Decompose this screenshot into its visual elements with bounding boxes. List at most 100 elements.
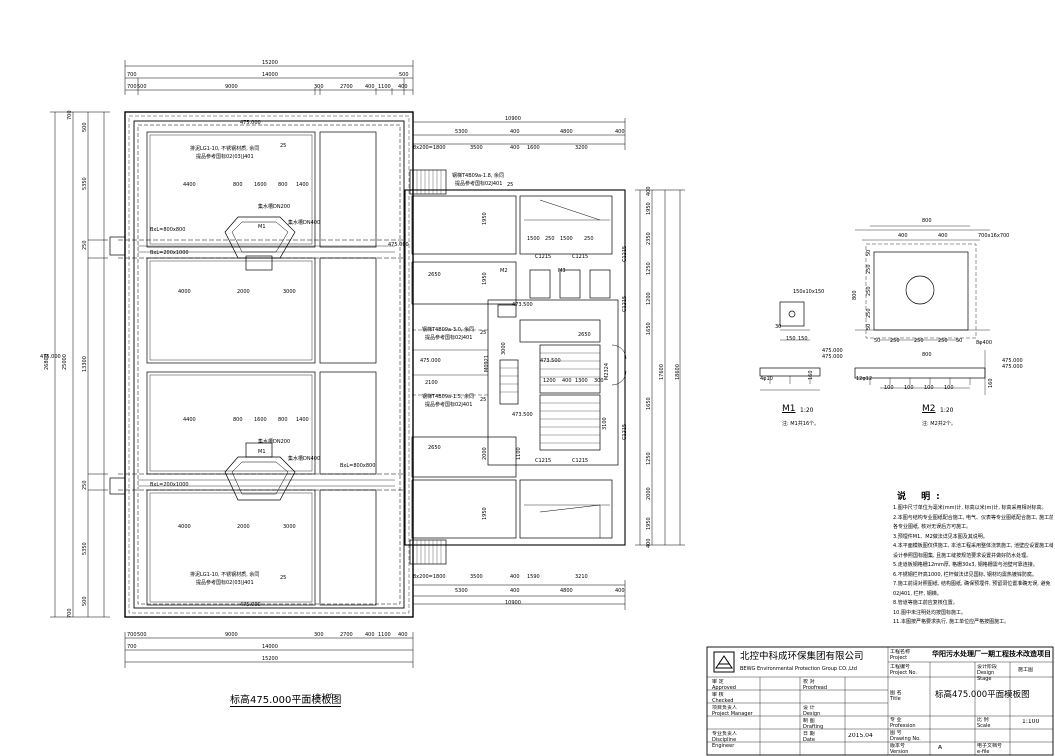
dim-rb-10900: 10900 bbox=[505, 600, 521, 606]
hopper-top-2 bbox=[224, 456, 296, 501]
building-outer bbox=[404, 189, 626, 546]
proofread-label: 校 对 Proofread bbox=[803, 679, 828, 691]
m2-dim-250e: 250 bbox=[914, 338, 924, 344]
door-c1215-6: C1215 bbox=[572, 458, 588, 464]
dim-int-4400b: 4400 bbox=[183, 417, 196, 423]
profession-label: 专 业 Profession bbox=[890, 717, 916, 729]
m2-scale: 1:20 bbox=[940, 407, 954, 414]
note-line: 7.施工前请对照图纸, 结构图纸, 确保预埋件, 预留洞位置准确无误, 避免 bbox=[893, 581, 1051, 587]
door-m2324: M2324 bbox=[604, 363, 610, 380]
dim-int-1600a: 1600 bbox=[254, 182, 267, 188]
drawing-title: 标高475.000平面模板图 bbox=[935, 690, 1030, 700]
m2-dim-250a: 250 bbox=[866, 264, 872, 274]
channel-6: 集水槽DN400 bbox=[288, 455, 320, 462]
annot-2: 提品参考国标02(03)J401 bbox=[196, 153, 254, 160]
m2-plate bbox=[873, 251, 969, 331]
m2-dim-100b: 100 bbox=[904, 385, 914, 391]
m2-dim-800v: 800 bbox=[852, 290, 858, 300]
cell-8 bbox=[319, 489, 377, 606]
dim-bt-9000: 9000 bbox=[225, 632, 238, 638]
dim-rt-1600: 1600 bbox=[527, 145, 540, 151]
notes-title: 说 明: bbox=[897, 492, 946, 502]
annot-8: 提品参考国标02J401 bbox=[425, 401, 472, 408]
dim-bt-700b: 700 bbox=[127, 644, 137, 650]
dim-fr-400b: 400 bbox=[646, 538, 652, 548]
dim-st-3000: 3000 bbox=[501, 342, 507, 355]
elev-9: 475.000 bbox=[1002, 364, 1023, 370]
m2-dim-50b: 50 bbox=[866, 324, 872, 330]
dim-top-total: 15200 bbox=[262, 60, 278, 66]
channel-3: BxL=800x800 bbox=[150, 227, 185, 233]
cell-4 bbox=[319, 257, 377, 364]
annot-4: 提品参考国标02J401 bbox=[455, 180, 502, 187]
m2-dim-160: 160 bbox=[988, 378, 994, 388]
dim-left-25000: 25000 bbox=[62, 354, 68, 370]
project-label: 工程名称 Project bbox=[890, 649, 911, 661]
m2-dim-rebar: 12φ12 bbox=[856, 376, 872, 382]
note-line: 4.本平面模板图仅供施工, 本池工程采用整体浇筑施工, 池壁应设置施工缝, 具体 bbox=[893, 543, 1053, 549]
dim-rb-400b: 400 bbox=[510, 588, 520, 594]
note-line: 02J401, 栏杆, 钢梯。 bbox=[893, 590, 942, 597]
design-label: 设 计 Design bbox=[803, 705, 821, 717]
dim-int-4400a: 4400 bbox=[183, 182, 196, 188]
note-line: 6.不锈钢栏杆高1000, 栏杆做法详见国标, 钢材均需热镀锌防腐。 bbox=[893, 571, 1037, 578]
scale-label: 比 例 Scale bbox=[977, 717, 991, 729]
channel-4: BxL=200x1000 bbox=[150, 250, 189, 256]
date-label: 日 期 Date bbox=[803, 731, 815, 743]
channel-7: BxL=800x800 bbox=[340, 463, 375, 469]
dim-top-400b: 400 bbox=[398, 84, 408, 90]
dim-rb-400: 400 bbox=[510, 574, 520, 580]
drawing-no-label: 图 号 Drawing No. bbox=[890, 730, 921, 742]
date-value: 2015.04 bbox=[848, 733, 873, 739]
dim-bt-500: 500 bbox=[137, 632, 147, 638]
dim-rt-400c: 400 bbox=[510, 145, 520, 151]
dim-rt-3500: 3500 bbox=[470, 145, 483, 151]
dim-rb-1590: 1590 bbox=[527, 574, 540, 580]
dim-top-9000: 9000 bbox=[225, 84, 238, 90]
version-label: 版本号 Version bbox=[890, 743, 909, 755]
scale-value: 1:100 bbox=[1022, 719, 1040, 725]
annot-7: 钢梯T4B09a-1.5, 余同 bbox=[422, 393, 474, 400]
dim-fr-1200: 1200 bbox=[646, 292, 652, 305]
m2-dim-100d: 100 bbox=[944, 385, 954, 391]
annot-3: 钢梯T4B09a-1.8, 余同 bbox=[452, 172, 504, 179]
note-line: 8.管道等施工前应复核位置。 bbox=[893, 600, 958, 606]
door-c1215-3: C1215 bbox=[622, 296, 628, 312]
door-m2: M2 bbox=[500, 268, 508, 274]
dim-int-800b: 800 bbox=[278, 182, 288, 188]
elev-8: 475.000 bbox=[822, 354, 843, 360]
dim-st-1100: 1100 bbox=[516, 447, 522, 460]
m2-dim-800: 800 bbox=[922, 218, 932, 224]
dim-left-250b: 250 bbox=[82, 480, 88, 490]
annot-1: 排泥LG1-10, 不锈钢材质, 余同 bbox=[190, 145, 259, 152]
plan-title: 标高475.000平面模板图 bbox=[230, 691, 342, 707]
circle-25-5: 25 bbox=[280, 575, 286, 581]
m2-dim-250d: 250 bbox=[890, 338, 900, 344]
m2-note: 注: M2共2个。 bbox=[922, 421, 956, 427]
m2-dim-plate: 700x16x700 bbox=[978, 233, 1009, 239]
annot-6: 提品参考国标02J401 bbox=[425, 334, 472, 341]
door-c1215-1: C1215 bbox=[535, 254, 551, 260]
dim-fr-1650b: 1650 bbox=[646, 397, 652, 410]
dim-int-800c: 800 bbox=[233, 417, 243, 423]
dim-st-1500b: 1500 bbox=[560, 236, 573, 242]
dim-left-700b: 700 bbox=[67, 608, 73, 618]
door-c1215-2: C1215 bbox=[572, 254, 588, 260]
dim-top-1100: 1100 bbox=[378, 84, 391, 90]
company-name-en: BEWG Environmental Protection Group CO.,… bbox=[740, 666, 857, 672]
dim-int-4000a: 4000 bbox=[178, 289, 191, 295]
note-line: 设计参照国标图集, 且施工缝按规范要求设置并做好防水处理。 bbox=[893, 552, 1032, 559]
m1-dim-4: 150 bbox=[798, 336, 808, 342]
dim-st-2650c: 2650 bbox=[428, 445, 441, 451]
dim-fr-1250a: 1250 bbox=[646, 262, 652, 275]
dim-rb-4800: 4800 bbox=[560, 588, 573, 594]
dim-top-2700: 2700 bbox=[340, 84, 353, 90]
m2-dim-elev: 475.000 bbox=[1002, 358, 1023, 364]
design-stage-label: 设计阶段 Design Stage bbox=[977, 664, 998, 682]
general-notes: 说 明: 1.图中尺寸单位为毫米(mm)计, 标高以米(m)计, 标高采用相对标… bbox=[893, 490, 1053, 628]
channel-1: 集水槽DN200 bbox=[258, 203, 290, 210]
project-no-label: 工程编号 Project No. bbox=[890, 664, 917, 676]
dim-st-2650b: 2650 bbox=[578, 332, 591, 338]
dim-fr-18600: 18600 bbox=[675, 364, 681, 380]
